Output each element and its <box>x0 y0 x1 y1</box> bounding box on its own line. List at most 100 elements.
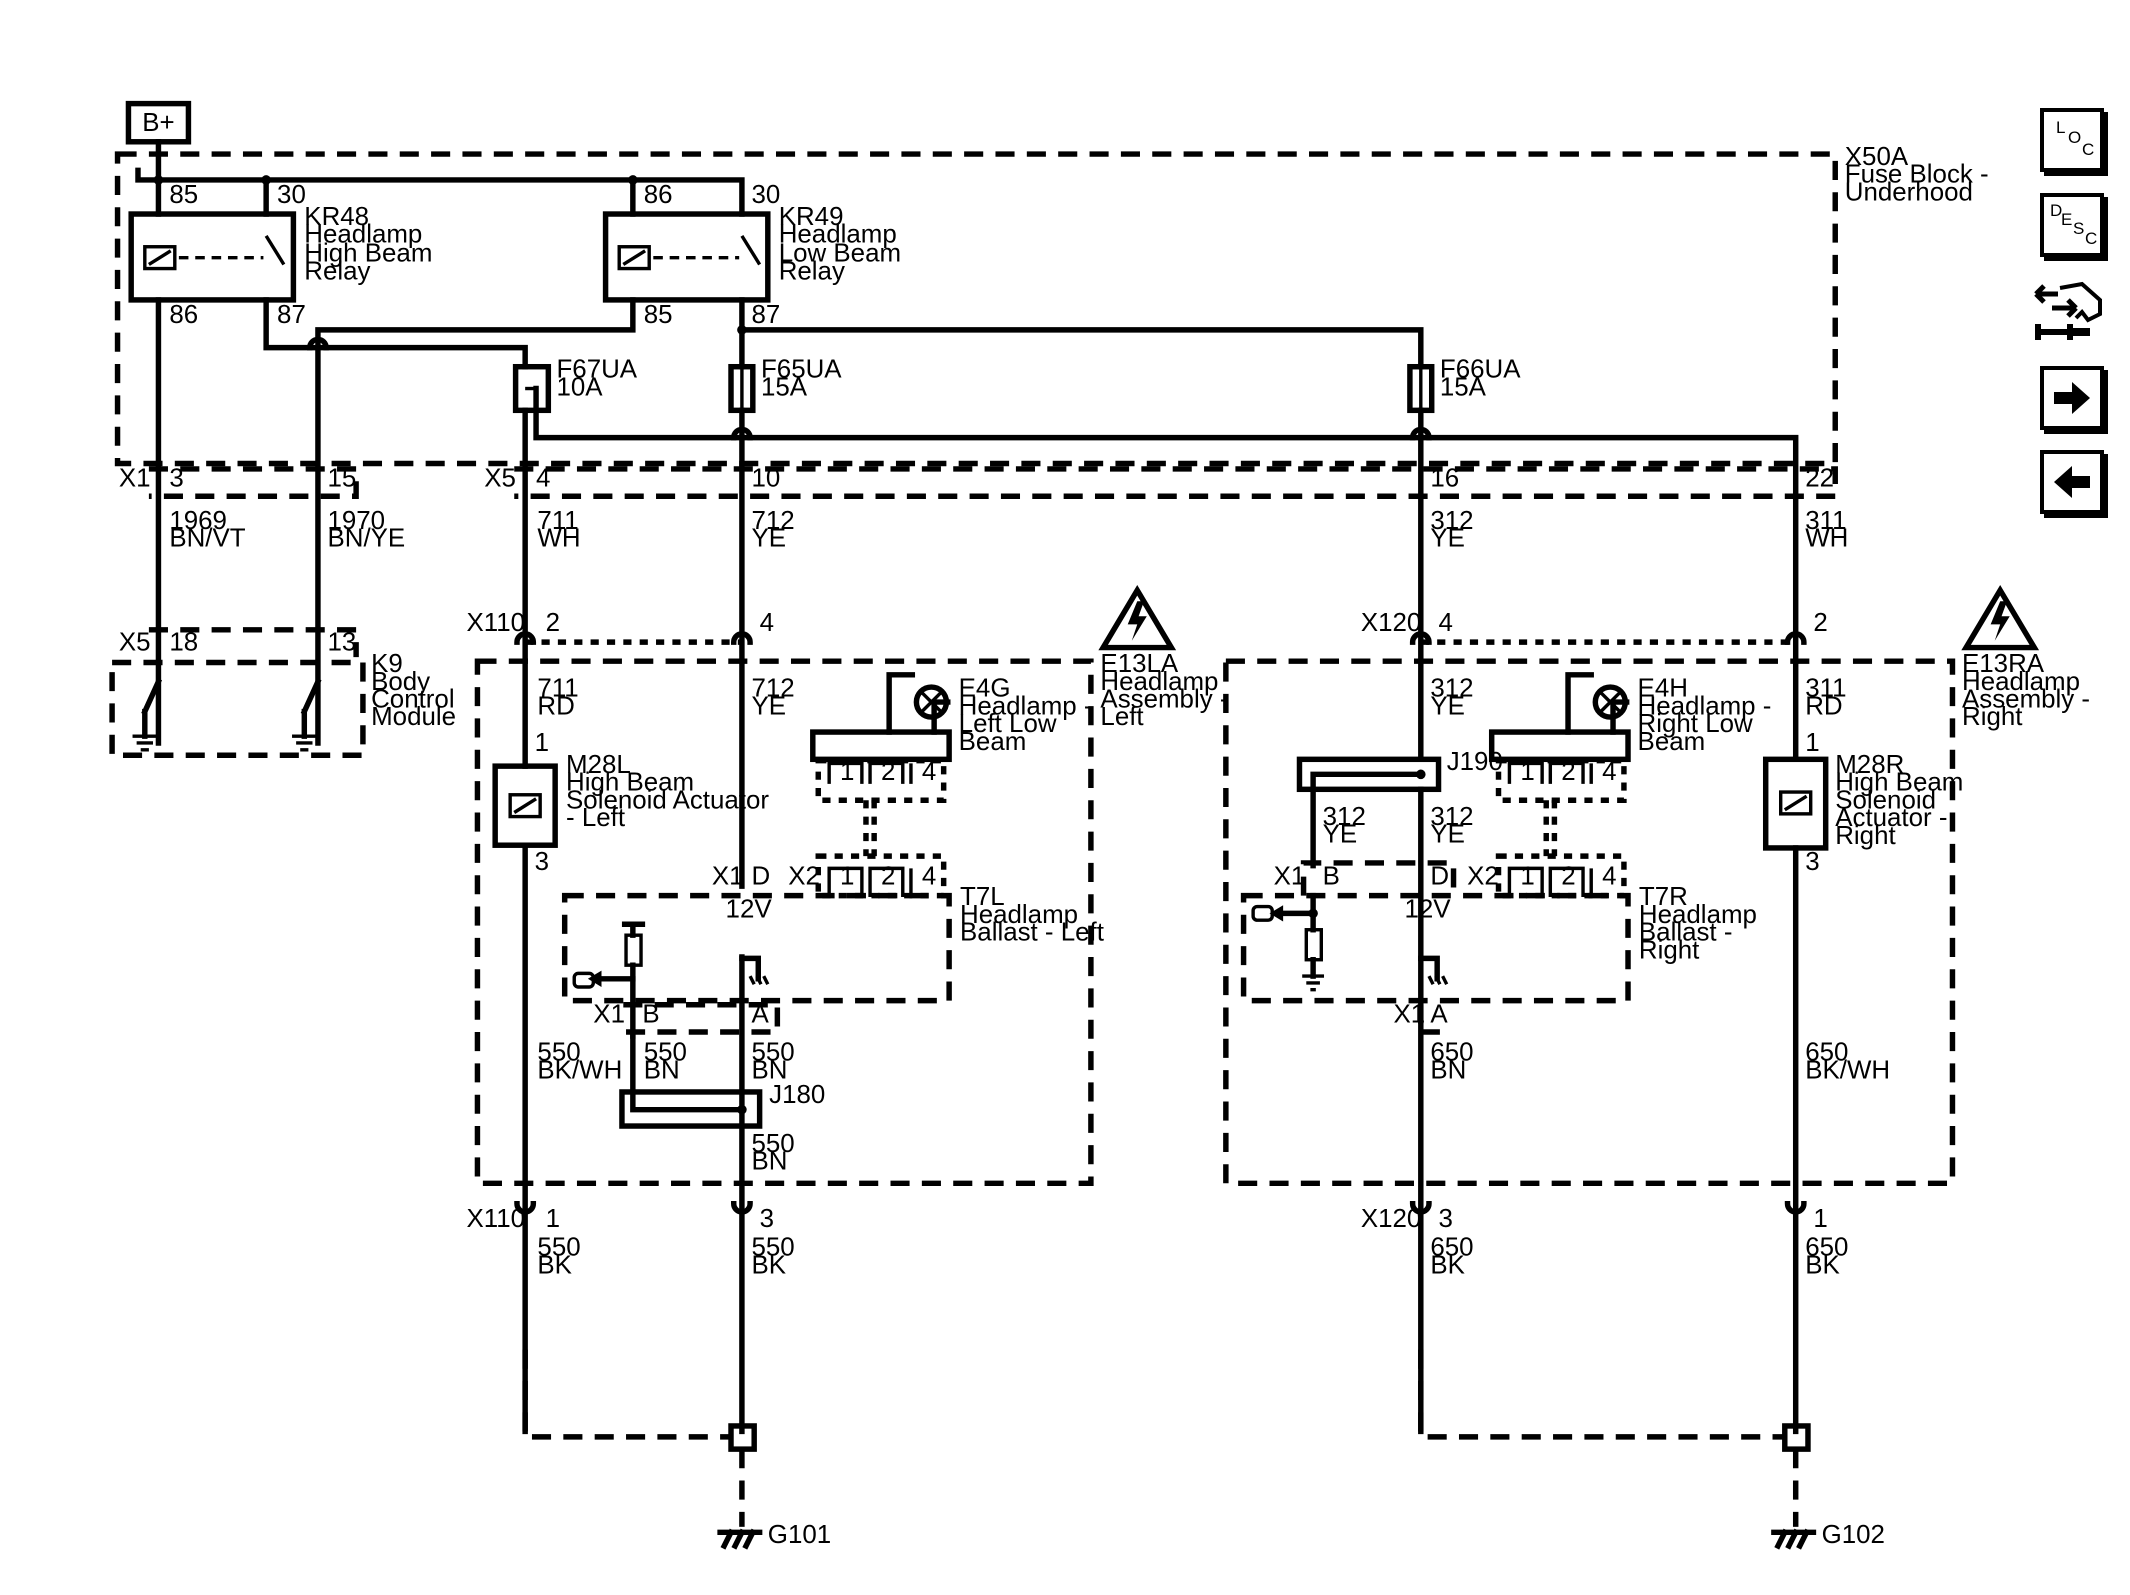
splice-j180 <box>619 1089 763 1129</box>
fuse-block-name-1: Fuse Block - <box>1845 161 1989 189</box>
x1-connector-outline <box>148 466 359 499</box>
x120-pin-1: 1 <box>1813 1205 1827 1233</box>
wire-650bn-num: 650 <box>1430 1039 1473 1067</box>
fuse-f65ua-rating: 15A <box>761 373 808 401</box>
wire-311-color: WH <box>1805 525 1848 553</box>
e4h-pin-4: 4 <box>1602 758 1616 786</box>
kr49-pin-85: 85 <box>644 301 673 329</box>
kr49-line2: Low Beam <box>779 240 901 268</box>
wire-1970-num: 1970 <box>327 507 385 535</box>
lamp-e4g-bulb <box>913 684 950 720</box>
e4h-line1: Headlamp - <box>1638 692 1772 720</box>
wire-550bn-num: 550 <box>644 1039 687 1067</box>
wire-711rd-color: RD <box>537 692 574 720</box>
wire-550bk-b-color: BK <box>751 1251 786 1279</box>
m28r-line3: Actuator - <box>1835 804 1947 832</box>
fuse-f67ua-rating: 10A <box>557 373 604 401</box>
m28r-pin-1: 1 <box>1805 729 1819 757</box>
t7r-line2: Ballast - <box>1639 919 1733 947</box>
kr49-pin-86: 86 <box>644 181 673 209</box>
splice-dot <box>628 175 638 185</box>
wire-1969-num: 1969 <box>169 507 227 535</box>
desc-letter-d: D <box>2050 201 2063 220</box>
wire-labels-upper: 1969 BN/VT 1970 BN/YE 711 WH 712 YE 312 … <box>169 507 1848 553</box>
t7r-pin-b: B <box>1323 863 1340 891</box>
ground-g101-icon <box>717 1528 763 1550</box>
right-assembly-id: E13RA <box>1962 650 2045 678</box>
lamp-e4g-body <box>810 729 952 763</box>
prev-arrow-icon[interactable] <box>2040 450 2104 514</box>
ground-path-right <box>1418 1349 1785 1440</box>
e4h-id: E4H <box>1638 675 1688 703</box>
t7r-pin-4: 4 <box>1602 863 1616 891</box>
e4h-pin-1: 1 <box>1520 758 1534 786</box>
wire-550bk-color: BK <box>537 1251 572 1279</box>
wire-712-num: 712 <box>751 507 794 535</box>
kr49-line3: Relay <box>779 257 845 285</box>
m28r-line4: Right <box>1835 822 1895 850</box>
lamp-e4h-bulb <box>1592 684 1629 720</box>
connector-view-icon[interactable] <box>2030 278 2106 346</box>
wire-712-color: YE <box>751 525 786 553</box>
splice-j190 <box>1296 756 1442 793</box>
e4g-id: E4G <box>959 675 1011 703</box>
t7r-x2-label: X2 <box>1467 863 1499 891</box>
t7l-x2-label: X2 <box>788 863 820 891</box>
kr48-pin-87: 87 <box>277 301 306 329</box>
fuse-block-name-2: Underhood <box>1845 178 1973 206</box>
t7l-pin-a: A <box>751 1000 769 1028</box>
t7l-x1-label: X1 <box>712 863 744 891</box>
loc-icon[interactable]: L O C <box>2040 108 2104 172</box>
x5-label: X5 <box>484 465 516 493</box>
wire-crossover <box>307 336 329 351</box>
wire-650bk-color: BK <box>1430 1251 1465 1279</box>
loc-letter-o: O <box>2068 128 2082 147</box>
fuse-f66ua-rating: 15A <box>1440 373 1487 401</box>
t7l-pin-2: 2 <box>881 863 895 891</box>
desc-letter-e: E <box>2061 210 2073 229</box>
battery-tap <box>135 167 162 183</box>
pin-10: 10 <box>751 465 780 493</box>
right-assembly-line1: Headlamp <box>1962 668 2080 696</box>
e4g-line1: Headlamp - <box>959 692 1093 720</box>
t7l-pin-4: 4 <box>922 863 936 891</box>
fuse-block-outline <box>114 151 1838 467</box>
x110-bottom-label: X110 <box>467 1205 526 1233</box>
wire-312-color: YE <box>1430 525 1465 553</box>
x5-connector-outline <box>514 466 1838 499</box>
ballast-t7r-outline <box>1240 892 1631 1004</box>
m28l-line3: - Left <box>566 804 625 832</box>
wire-311rd-num: 311 <box>1805 675 1846 703</box>
ballast-t7l-outline <box>561 892 952 1004</box>
next-arrow-icon[interactable] <box>2040 366 2104 430</box>
x110-pin-1: 1 <box>546 1205 560 1233</box>
wire-312ye-b-num: 312 <box>1323 803 1366 831</box>
wire-1969-color: BN/VT <box>169 525 245 553</box>
x120-pin-3: 3 <box>1439 1205 1453 1233</box>
e4h-pin-2: 2 <box>1561 758 1575 786</box>
e4h-line3: Beam <box>1638 728 1706 756</box>
pin-4: 4 <box>536 465 550 493</box>
ground-path-left <box>522 1349 732 1440</box>
wire-550bk-b-num: 550 <box>751 1234 794 1262</box>
wire-650bkwh-num: 650 <box>1805 1039 1848 1067</box>
g102-label: G102 <box>1822 1521 1885 1549</box>
t7r-x1b-label: X1 <box>1394 1000 1426 1028</box>
wire-crossover <box>1409 426 1432 441</box>
m28r-pin-3: 3 <box>1805 848 1819 876</box>
relay-kr49 <box>602 211 771 303</box>
kr49-pin-30: 30 <box>751 181 780 209</box>
e4g-link <box>863 800 877 857</box>
t7l-x1b-label: X1 <box>593 1000 625 1028</box>
bcm-line2: Control <box>371 686 454 714</box>
ballast-right-internals <box>1251 892 1449 992</box>
wire-711rd-num: 711 <box>537 675 578 703</box>
fuse-f66ua-id: F66UA <box>1440 356 1521 384</box>
wire-550bk-num: 550 <box>537 1234 580 1262</box>
splice-dot <box>261 175 271 185</box>
kr48-pin-85: 85 <box>169 181 198 209</box>
e4h-line2: Right Low <box>1638 710 1753 738</box>
desc-icon[interactable]: D E S C <box>2040 193 2104 257</box>
bcm-x5-label: X5 <box>119 628 151 656</box>
kr48-line1: Headlamp <box>304 221 422 249</box>
